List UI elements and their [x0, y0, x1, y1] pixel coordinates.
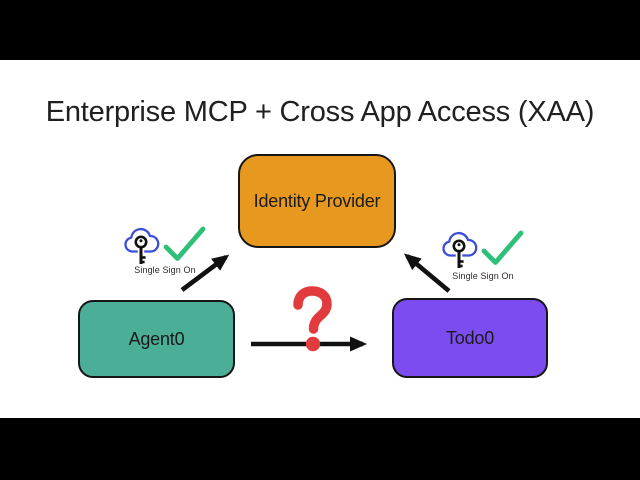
question-mark-stroke	[293, 286, 332, 334]
checkmark-icon	[481, 230, 524, 265]
node-todo0: Todo0	[392, 298, 548, 378]
node-todo0-label: Todo0	[445, 327, 495, 348]
node-agent0-label: Agent0	[128, 328, 185, 349]
diagram-title: Enterprise MCP + Cross App Access (XAA)	[45, 96, 595, 128]
node-agent0: Agent0	[78, 300, 235, 378]
sso-label-right: Single Sign On	[452, 271, 514, 281]
node-identity-provider: Identity Provider	[238, 154, 396, 248]
node-identity-provider-label: Identity Provider	[253, 190, 381, 211]
sso-label-left: Single Sign On	[134, 265, 196, 275]
cloud-key-icon	[442, 231, 478, 268]
letterbox-top-bar	[0, 0, 640, 60]
cloud-key-icon	[124, 227, 160, 264]
checkmark-icon	[163, 226, 206, 261]
sso-badge-left: Single Sign On	[118, 222, 212, 278]
letterbox-bottom-bar	[0, 418, 640, 480]
question-mark-dot	[305, 336, 321, 352]
sso-badge-right: Single Sign On	[436, 226, 530, 284]
question-mark-icon	[293, 286, 332, 352]
